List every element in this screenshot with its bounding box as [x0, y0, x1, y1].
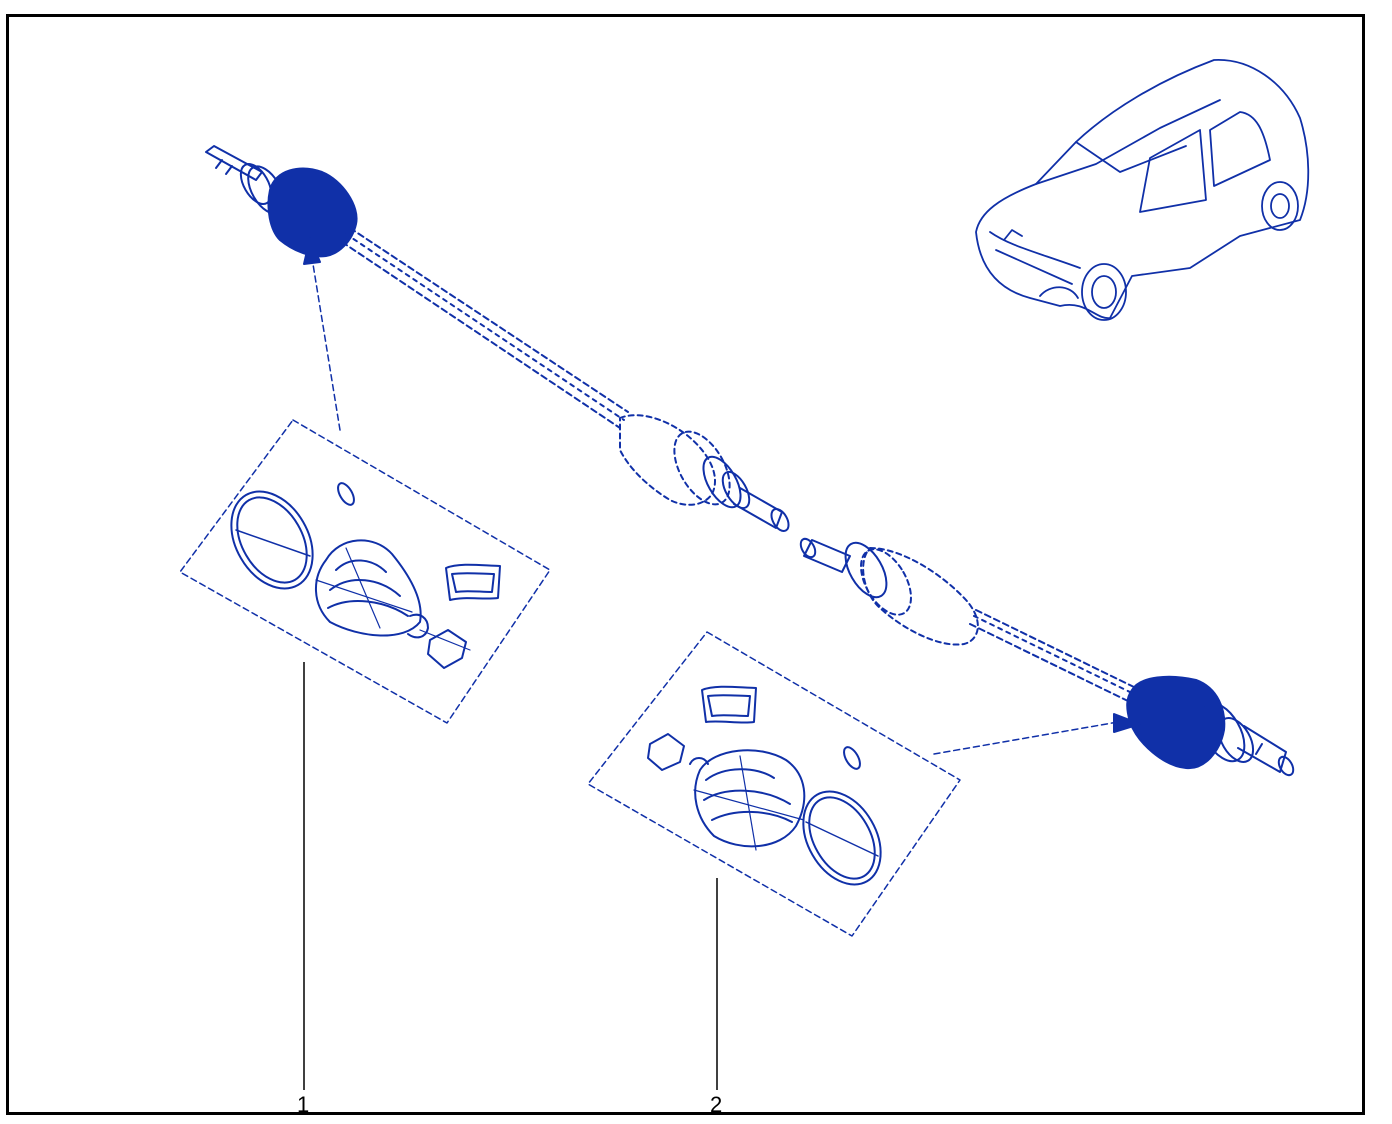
callout-label-2: 2 [710, 1092, 723, 1117]
diagram-frame [6, 14, 1365, 1115]
callout-label-1: 1 [297, 1092, 310, 1117]
drive-shaft-icon [205, 145, 1295, 777]
cv-boot-kit-2-icon [587, 631, 1141, 937]
vehicle-car-icon [975, 59, 1310, 321]
cv-boot-kit-1-icon [179, 237, 551, 724]
